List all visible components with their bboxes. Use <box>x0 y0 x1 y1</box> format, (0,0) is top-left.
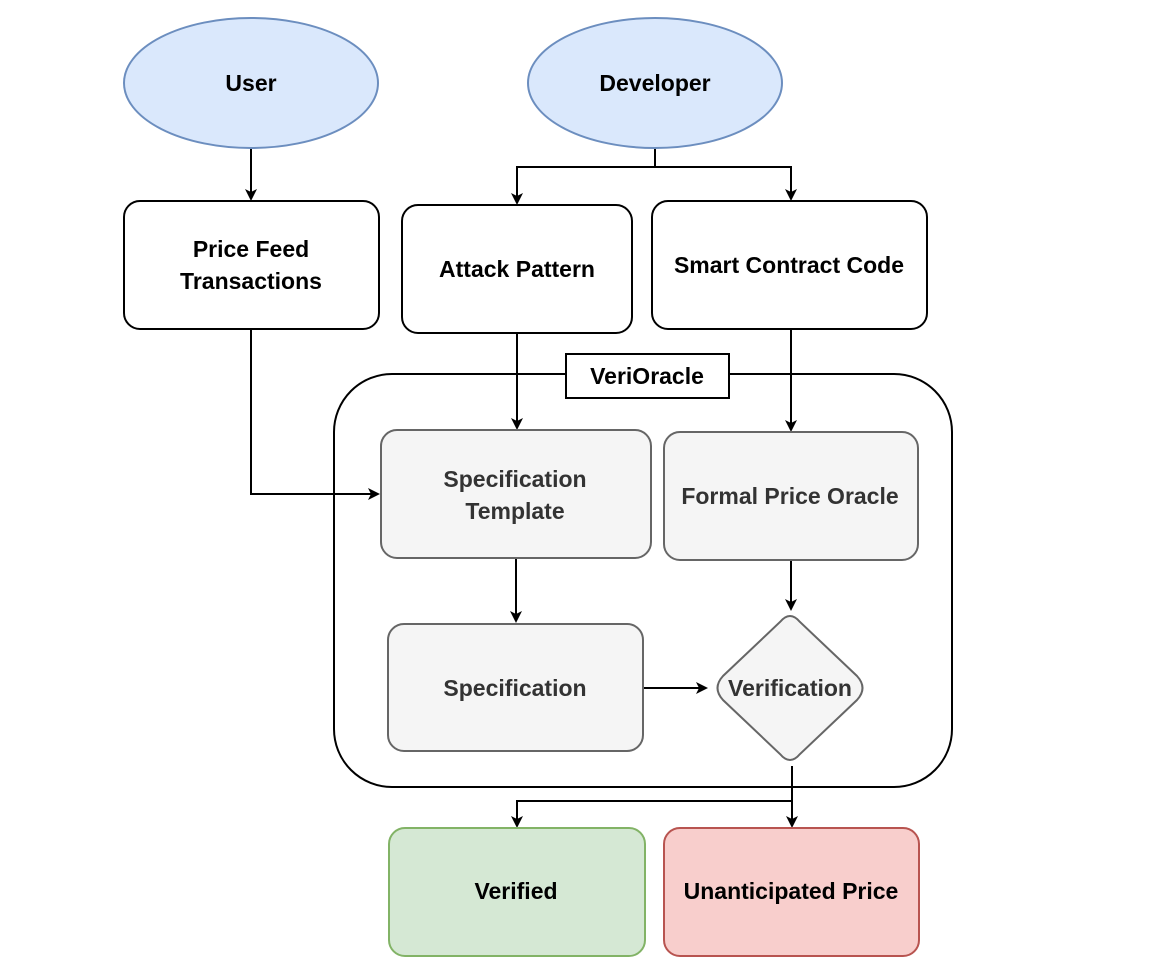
verification-label: Verification <box>728 675 852 701</box>
spec-template-label-line2: Template <box>465 498 564 524</box>
edge-developer-to-smart-contract <box>655 166 797 201</box>
formal-oracle-node <box>663 431 919 561</box>
price-feed-node <box>123 200 380 330</box>
edges <box>245 148 798 828</box>
edge-price-feed-to-spec-template <box>250 329 380 500</box>
price-feed-label-line2: Transactions <box>180 268 322 294</box>
developer-node <box>527 17 783 149</box>
user-label: User <box>225 70 276 96</box>
user-node <box>123 17 379 149</box>
verification-decision-node <box>716 615 864 761</box>
price-feed-label-line1: Price Feed <box>193 236 309 262</box>
smart-contract-node <box>651 200 928 330</box>
verified-node <box>388 827 646 957</box>
formal-oracle-label: Formal Price Oracle <box>681 483 898 509</box>
verified-label: Verified <box>474 878 557 904</box>
developer-label: Developer <box>599 70 710 96</box>
unanticipated-price-label: Unanticipated Price <box>684 878 899 904</box>
attack-pattern-node <box>401 204 633 334</box>
spec-template-node <box>380 429 652 559</box>
veri-oracle-title: VeriOracle <box>590 363 704 389</box>
attack-pattern-label: Attack Pattern <box>439 256 595 282</box>
edge-developer-to-attack-pattern <box>511 148 656 205</box>
spec-template-label-line1: Specification <box>443 466 586 492</box>
specification-label: Specification <box>443 675 586 701</box>
unanticipated-price-node <box>663 827 920 957</box>
edge-verification-to-verified <box>511 766 793 828</box>
smart-contract-label: Smart Contract Code <box>674 252 904 278</box>
veri-oracle-title-box <box>565 353 730 399</box>
specification-node <box>387 623 644 752</box>
